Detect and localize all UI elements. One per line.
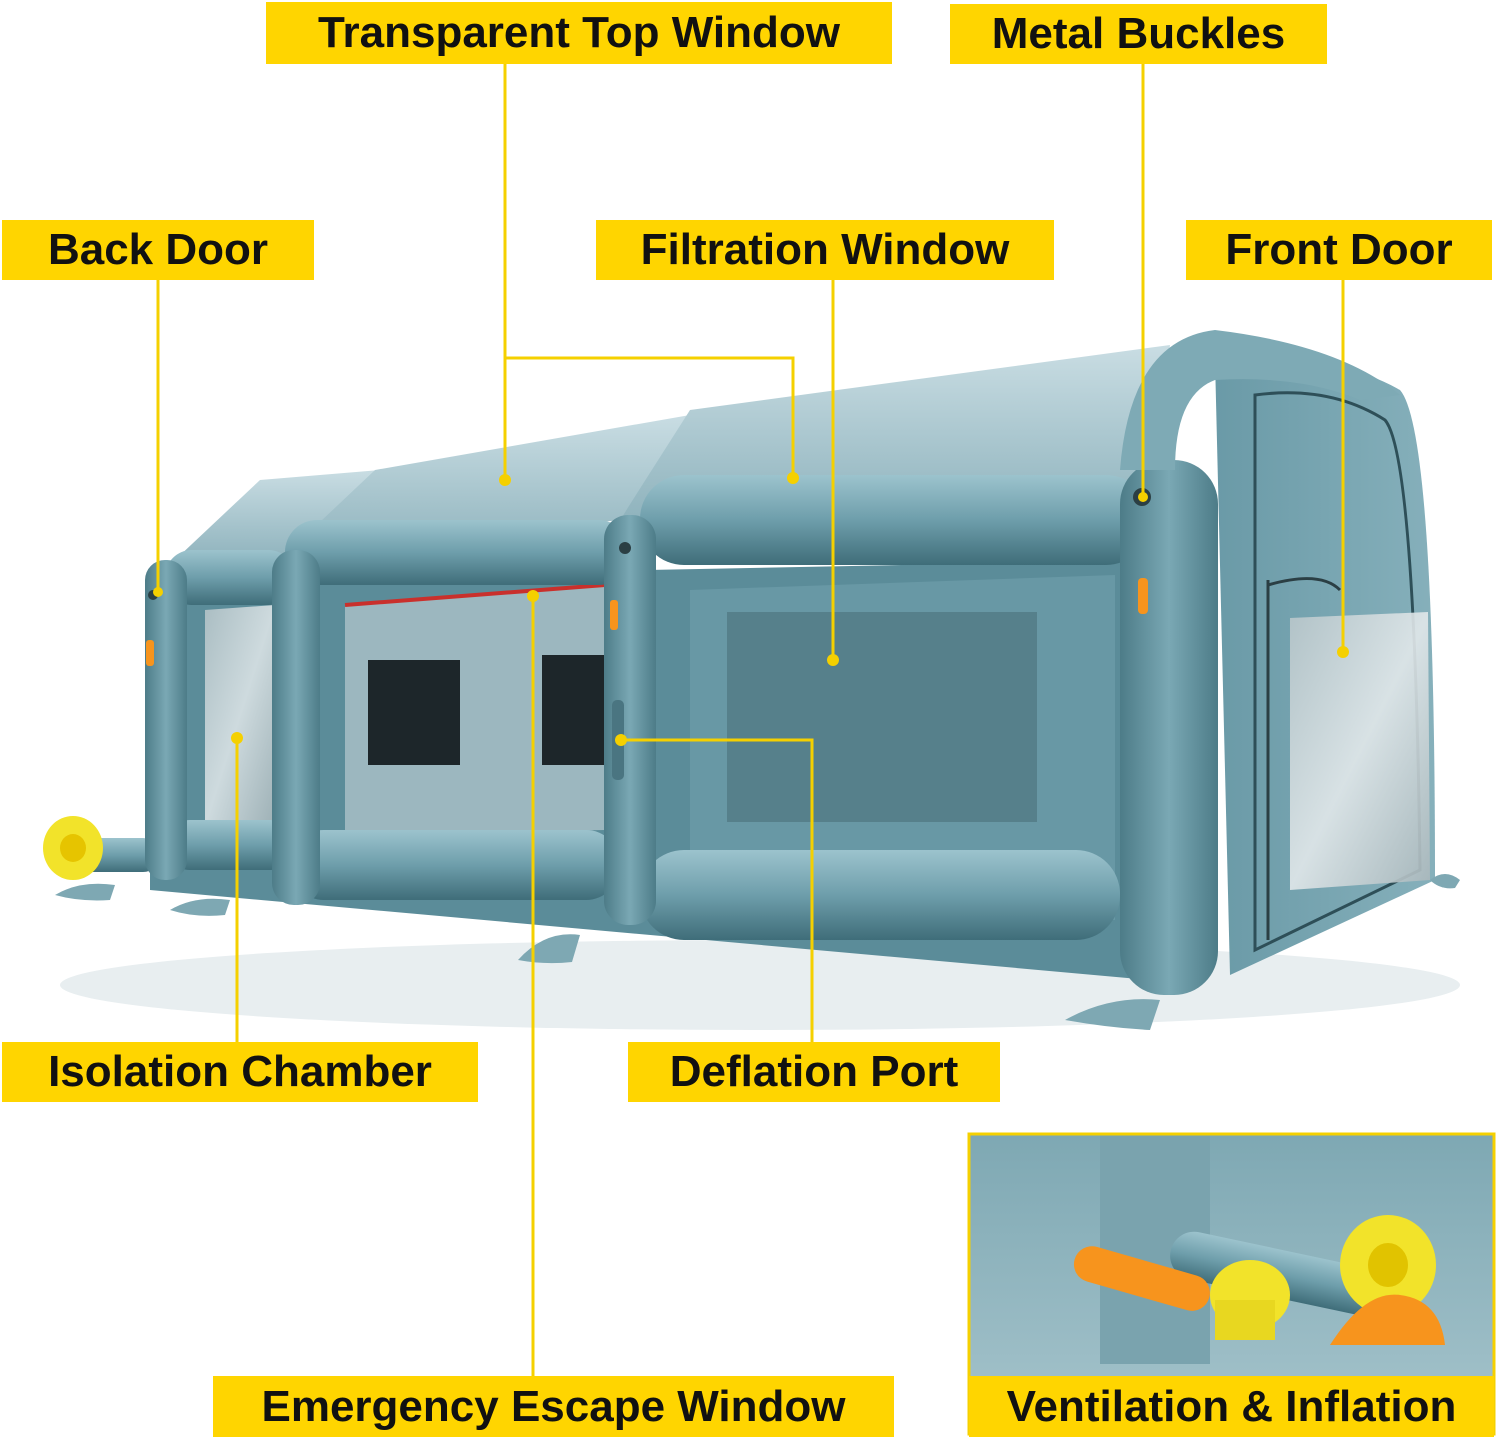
label-back-door: Back Door — [2, 220, 314, 280]
orange-hose — [1073, 1246, 1210, 1311]
label-deflation-port: Deflation Port — [628, 1042, 1000, 1102]
filtration-window — [727, 612, 1037, 822]
leader-dots — [153, 472, 1349, 746]
back-door-window — [205, 605, 275, 825]
escape-window-right — [542, 655, 604, 765]
leader-lines — [156, 62, 1496, 1436]
label-front-door: Front Door — [1186, 220, 1492, 280]
escape-window-left — [368, 660, 460, 765]
label-emergency-escape-window: Emergency Escape Window — [213, 1376, 894, 1437]
label-metal-buckles: Metal Buckles — [950, 4, 1327, 64]
label-isolation-chamber: Isolation Chamber — [2, 1042, 478, 1102]
label-transparent-top-window: Transparent Top Window — [266, 2, 892, 64]
tent-body — [43, 330, 1460, 1030]
front-door-window — [1290, 612, 1430, 890]
escape-window-panel — [345, 585, 605, 835]
label-filtration-window: Filtration Window — [596, 220, 1054, 280]
label-ventilation-inflation: Ventilation & Inflation — [969, 1376, 1494, 1437]
